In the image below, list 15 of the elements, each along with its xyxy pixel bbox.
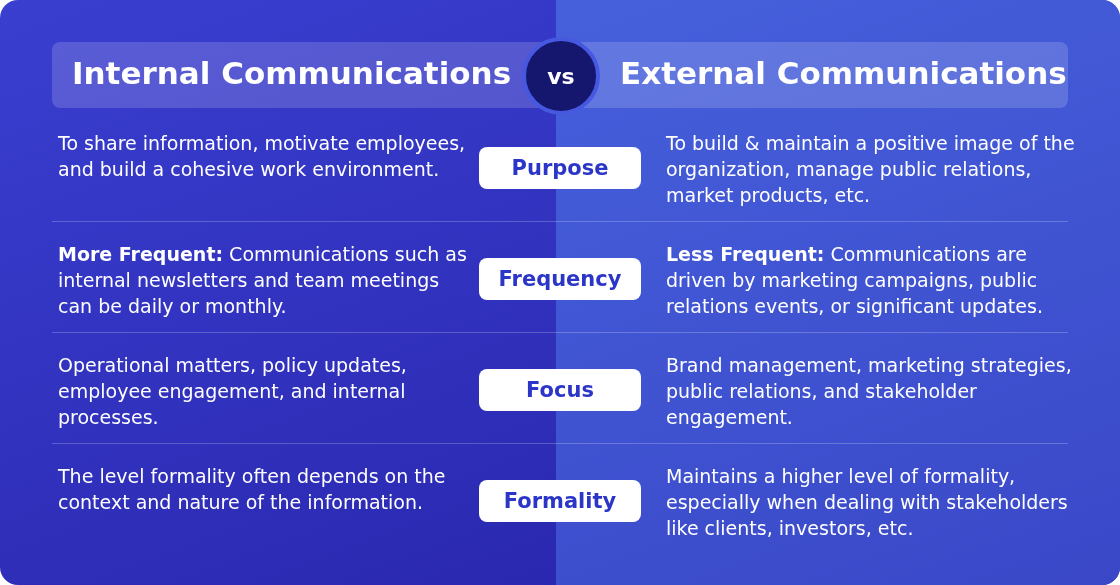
cell-text: Operational matters, policy updates, employee engagement, and internal processes. — [58, 353, 408, 430]
cell-text: Brand management, marketing strategies, public relations, and stakeholder engagement. — [666, 353, 1073, 430]
column-heading: Internal Communications — [72, 55, 512, 91]
cell-text: Maintains a higher level of formality, especially when dealing with stakeholders like clients, investors, etc. — [666, 464, 1069, 541]
category-label: Frequency — [479, 258, 641, 300]
cell-text: More Frequent: Communications such as internal newsletters and team meetings can be daily or monthly. — [58, 242, 468, 319]
cell-text: Less Frequent: Communications are driven by marketing campaigns, public relations events, or significant updates. — [666, 242, 1044, 319]
cell-text: To build & maintain a positive image of the organization, manage public relations, market products, etc. — [666, 131, 1076, 208]
column-heading: External Communications — [620, 55, 1067, 91]
category-label: Formality — [479, 480, 641, 522]
category-label: Purpose — [479, 147, 641, 189]
category-label: Focus — [479, 369, 641, 411]
cell-text: To share information, motivate employees, and build a cohesive work environment. — [58, 131, 467, 182]
cell-text: The level formality often depends on the context and nature of the information. — [58, 464, 447, 515]
vs-badge: vs — [522, 37, 600, 115]
